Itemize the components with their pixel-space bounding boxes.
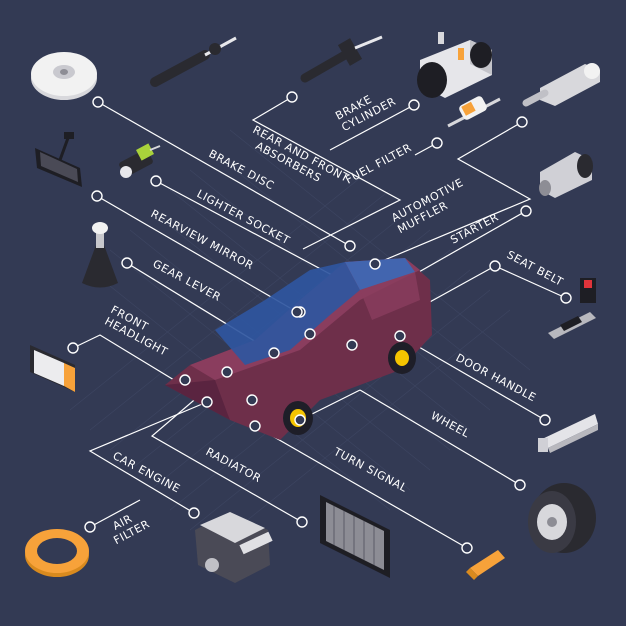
engine-icon [195,512,273,583]
rear-absorber-icon [150,36,237,87]
label-air-filter: AIR FILTER [105,506,152,547]
connector-seat-belt [494,265,567,299]
turn-signal-icon [466,550,505,580]
front-absorber-icon [300,35,383,83]
connector-rearview-mirror [96,195,298,313]
connector-absorbers [251,96,402,250]
fuel-filter-icon [447,96,501,128]
headlight-icon [30,345,75,392]
label-brake-cylinder: BRAKE CYLINDER [333,83,398,134]
lighter-socket-icon [119,143,161,178]
radiator-icon [320,495,390,578]
connector-muffler [374,121,532,265]
label-fuel-filter: FUEL FILTER [343,141,414,187]
label-turn-signal: TURN SIGNAL [331,445,410,495]
car-icon [165,258,432,440]
connector-turn-signal [254,425,468,549]
air-filter-icon [25,529,89,577]
label-starter: STARTER [448,210,501,246]
muffler-icon [522,63,600,107]
door-handle-icon [538,414,598,453]
brake-disc-icon [31,52,97,100]
label-gear-lever: GEAR LEVER [151,257,224,304]
wheel-icon [528,483,596,553]
connector-brake-cylinder [329,104,415,151]
label-front-headlight: FRONT HEADLIGHT [102,303,176,359]
connector-air-filter [89,499,141,528]
label-seat-belt: SEAT BELT [505,248,566,289]
label-radiator: RADIATOR [204,445,264,485]
rearview-mirror-icon [35,132,82,187]
starter-icon [539,152,593,198]
connector-brake-disc [97,101,351,247]
brake-cylinder-icon [417,32,492,98]
gear-lever-icon [82,222,118,288]
connector-door-handle [399,335,546,421]
seat-belt-icon [548,278,596,339]
connector-wheel [359,389,521,486]
label-wheel: WHEEL [429,409,473,440]
connector-dots [67,91,572,554]
label-door-handle: DOOR HANDLE [454,351,539,404]
connector-car-engine [88,401,208,514]
